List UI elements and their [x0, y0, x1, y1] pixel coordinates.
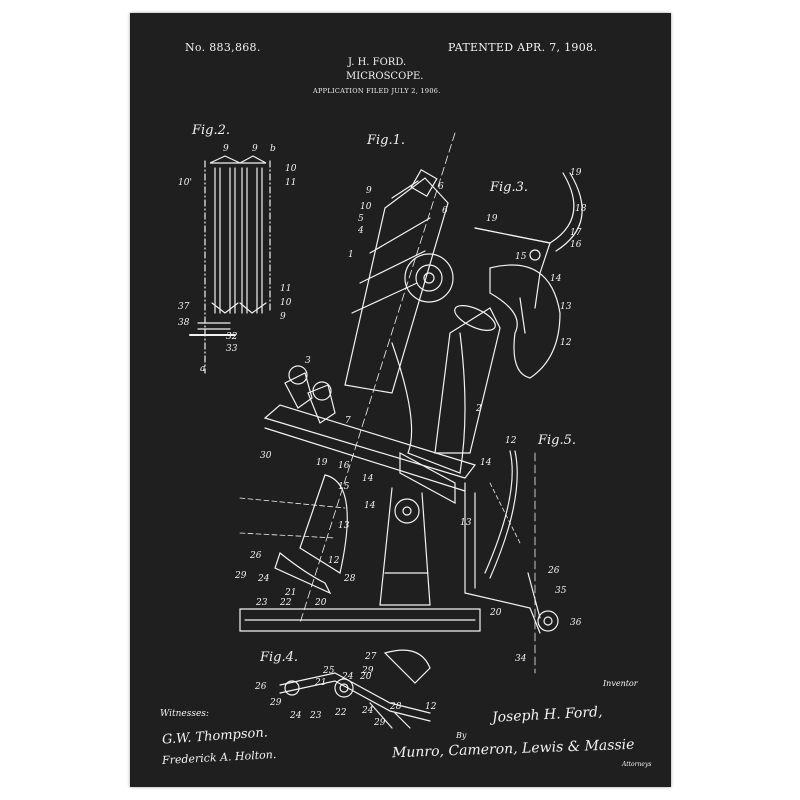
svg-text:10: 10 — [285, 164, 297, 174]
svg-text:36: 36 — [570, 618, 582, 628]
svg-text:21: 21 — [284, 588, 296, 598]
attorneys-label: Attorneys — [622, 761, 652, 768]
svg-text:14: 14 — [550, 274, 562, 284]
svg-text:19: 19 — [316, 458, 328, 468]
svg-text:5: 5 — [358, 214, 364, 224]
svg-text:11: 11 — [280, 284, 291, 294]
svg-text:23: 23 — [255, 598, 268, 608]
figure-3-drawing — [474, 172, 583, 379]
svg-text:25: 25 — [322, 666, 335, 676]
svg-text:14: 14 — [364, 501, 376, 511]
svg-text:35: 35 — [555, 586, 567, 596]
svg-text:27: 27 — [364, 652, 377, 662]
svg-text:29: 29 — [373, 718, 386, 728]
svg-text:18: 18 — [575, 204, 587, 214]
svg-text:13: 13 — [560, 302, 572, 312]
svg-text:20: 20 — [359, 672, 372, 682]
figure-1-drawing — [239, 132, 501, 632]
svg-text:26: 26 — [547, 566, 560, 576]
svg-text:1: 1 — [348, 250, 354, 260]
svg-text:20: 20 — [314, 598, 327, 608]
by-label: By — [456, 731, 467, 740]
figure-5-label: Fig.5. — [537, 433, 576, 448]
svg-text:16: 16 — [570, 240, 582, 250]
svg-text:17: 17 — [570, 228, 582, 238]
svg-text:9: 9 — [280, 312, 286, 322]
svg-text:22: 22 — [279, 598, 292, 608]
svg-text:22: 22 — [334, 708, 347, 718]
svg-text:28: 28 — [389, 702, 402, 712]
svg-text:15: 15 — [338, 482, 350, 492]
svg-text:37: 37 — [178, 302, 190, 312]
inventor-label: Inventor — [603, 679, 638, 688]
svg-text:26: 26 — [249, 551, 262, 561]
svg-text:16: 16 — [338, 461, 350, 471]
svg-text:33: 33 — [226, 344, 238, 354]
svg-text:7: 7 — [345, 416, 351, 426]
svg-text:11: 11 — [285, 178, 296, 188]
patent-number: No. 883,868. — [185, 41, 261, 54]
svg-text:13: 13 — [460, 518, 472, 528]
svg-text:a: a — [200, 364, 205, 374]
svg-text:12: 12 — [425, 702, 437, 712]
application-filed: APPLICATION FILED JULY 2, 1906. — [313, 87, 441, 95]
svg-text:26: 26 — [254, 682, 267, 692]
svg-text:24: 24 — [341, 672, 354, 682]
patent-poster: No. 883,868. PATENTED APR. 7, 1908. J. H… — [130, 13, 671, 787]
svg-text:12: 12 — [560, 338, 572, 348]
svg-text:38: 38 — [178, 318, 190, 328]
figure-1-label: Fig.1. — [366, 133, 405, 148]
svg-text:24: 24 — [289, 711, 302, 721]
svg-text:21: 21 — [314, 678, 326, 688]
svg-text:24: 24 — [257, 574, 270, 584]
svg-text:19: 19 — [570, 168, 582, 178]
svg-text:4: 4 — [357, 226, 364, 236]
svg-text:10': 10' — [178, 178, 192, 188]
svg-text:12: 12 — [505, 436, 517, 446]
svg-text:30: 30 — [260, 451, 272, 461]
figure-2-label: Fig.2. — [191, 123, 230, 138]
svg-text:12: 12 — [328, 556, 340, 566]
svg-text:15: 15 — [515, 252, 527, 262]
svg-text:9: 9 — [223, 144, 229, 154]
witnesses-label: Witnesses: — [160, 709, 209, 719]
svg-text:2: 2 — [475, 404, 482, 414]
svg-text:14: 14 — [362, 474, 374, 484]
figure-4-label: Fig.4. — [259, 650, 298, 665]
svg-text:29: 29 — [361, 666, 374, 676]
svg-text:10: 10 — [360, 202, 372, 212]
svg-text:9: 9 — [252, 144, 258, 154]
svg-text:29: 29 — [269, 698, 282, 708]
svg-text:28: 28 — [343, 574, 356, 584]
svg-text:14: 14 — [480, 458, 492, 468]
figure-4-drawing — [279, 649, 431, 729]
svg-text:32: 32 — [226, 332, 238, 342]
figure-3-label: Fig.3. — [489, 180, 528, 195]
svg-text:20: 20 — [489, 608, 502, 618]
svg-text:9: 9 — [366, 186, 372, 196]
figure-5-drawing — [464, 450, 559, 674]
svg-text:6: 6 — [442, 206, 448, 216]
svg-text:10: 10 — [280, 298, 292, 308]
svg-text:24: 24 — [361, 706, 374, 716]
figure-2-drawing — [189, 155, 271, 374]
svg-text:13: 13 — [338, 521, 350, 531]
invention-title: MICROSCOPE. — [346, 71, 424, 82]
inventor-name-heading: J. H. FORD. — [348, 57, 407, 68]
patent-date: PATENTED APR. 7, 1908. — [448, 41, 598, 54]
svg-text:34: 34 — [515, 654, 527, 664]
svg-text:23: 23 — [309, 711, 322, 721]
svg-text:b: b — [270, 144, 276, 154]
svg-text:29: 29 — [234, 571, 247, 581]
svg-text:19: 19 — [486, 214, 498, 224]
svg-text:3: 3 — [305, 356, 311, 366]
svg-text:6: 6 — [438, 182, 444, 192]
